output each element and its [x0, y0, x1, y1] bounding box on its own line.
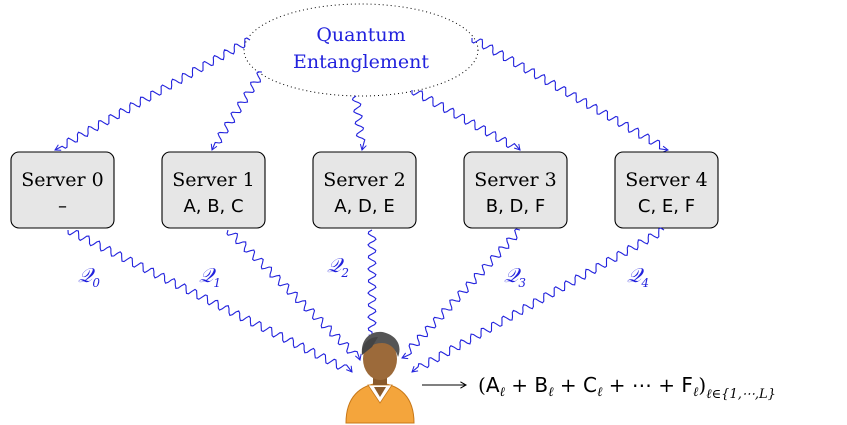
server-1-name: Server 1	[172, 169, 255, 191]
entanglement-label-line1: Quantum	[316, 24, 405, 46]
server-3-box	[463, 151, 568, 229]
answer-label-2: 𝒬2	[327, 253, 349, 280]
server-4: Server 4 C, E, F	[614, 151, 719, 229]
answer-link-4	[411, 227, 665, 373]
server-4-contents: C, E, F	[638, 196, 695, 217]
answer-label-0: 𝒬0	[78, 263, 100, 290]
server-0-contents: –	[58, 196, 67, 217]
entanglement-label-line2: Entanglement	[293, 51, 429, 73]
server-2-contents: A, D, E	[334, 196, 394, 217]
server-2-box	[312, 151, 417, 229]
server-1-contents: A, B, C	[183, 196, 243, 217]
server-2-name: Server 2	[323, 169, 406, 191]
user-avatar-icon	[345, 331, 415, 424]
servers: Server 0 – Server 1 A, B, C Server 2 A, …	[10, 151, 719, 229]
entanglement-link-2	[351, 95, 367, 151]
answer-link-0	[67, 229, 353, 373]
server-3-name: Server 3	[474, 169, 557, 191]
answer-label-4: 𝒬4	[627, 263, 649, 290]
entanglement-links	[54, 37, 669, 153]
server-3-contents: B, D, F	[486, 196, 545, 217]
server-4-box	[614, 151, 719, 229]
server-0-name: Server 0	[21, 169, 104, 191]
answer-labels: 𝒬0 𝒬1 𝒬2 𝒬3 𝒬4	[78, 253, 649, 290]
server-3: Server 3 B, D, F	[463, 151, 568, 229]
server-1-box	[161, 151, 266, 229]
answer-label-3: 𝒬3	[504, 263, 526, 290]
answer-link-1	[226, 229, 362, 361]
entanglement-link-0	[54, 37, 251, 151]
entanglement-link-3	[411, 90, 521, 151]
answer-label-1: 𝒬1	[199, 263, 221, 290]
server-4-name: Server 4	[625, 169, 708, 191]
server-1: Server 1 A, B, C	[161, 151, 266, 229]
answer-link-3	[401, 228, 521, 360]
answer-link-2	[367, 229, 377, 342]
entanglement-ellipse	[243, 3, 479, 97]
server-0: Server 0 –	[10, 151, 115, 229]
output-formula: (Aℓ + Bℓ + Cℓ + ⋯ + Fℓ)ℓ∈{1,⋯,L}	[478, 373, 776, 402]
answer-links	[67, 227, 665, 373]
entanglement-link-1	[210, 71, 263, 151]
server-2: Server 2 A, D, E	[312, 151, 417, 229]
server-0-box	[10, 151, 115, 229]
entanglement-link-4	[471, 38, 669, 153]
